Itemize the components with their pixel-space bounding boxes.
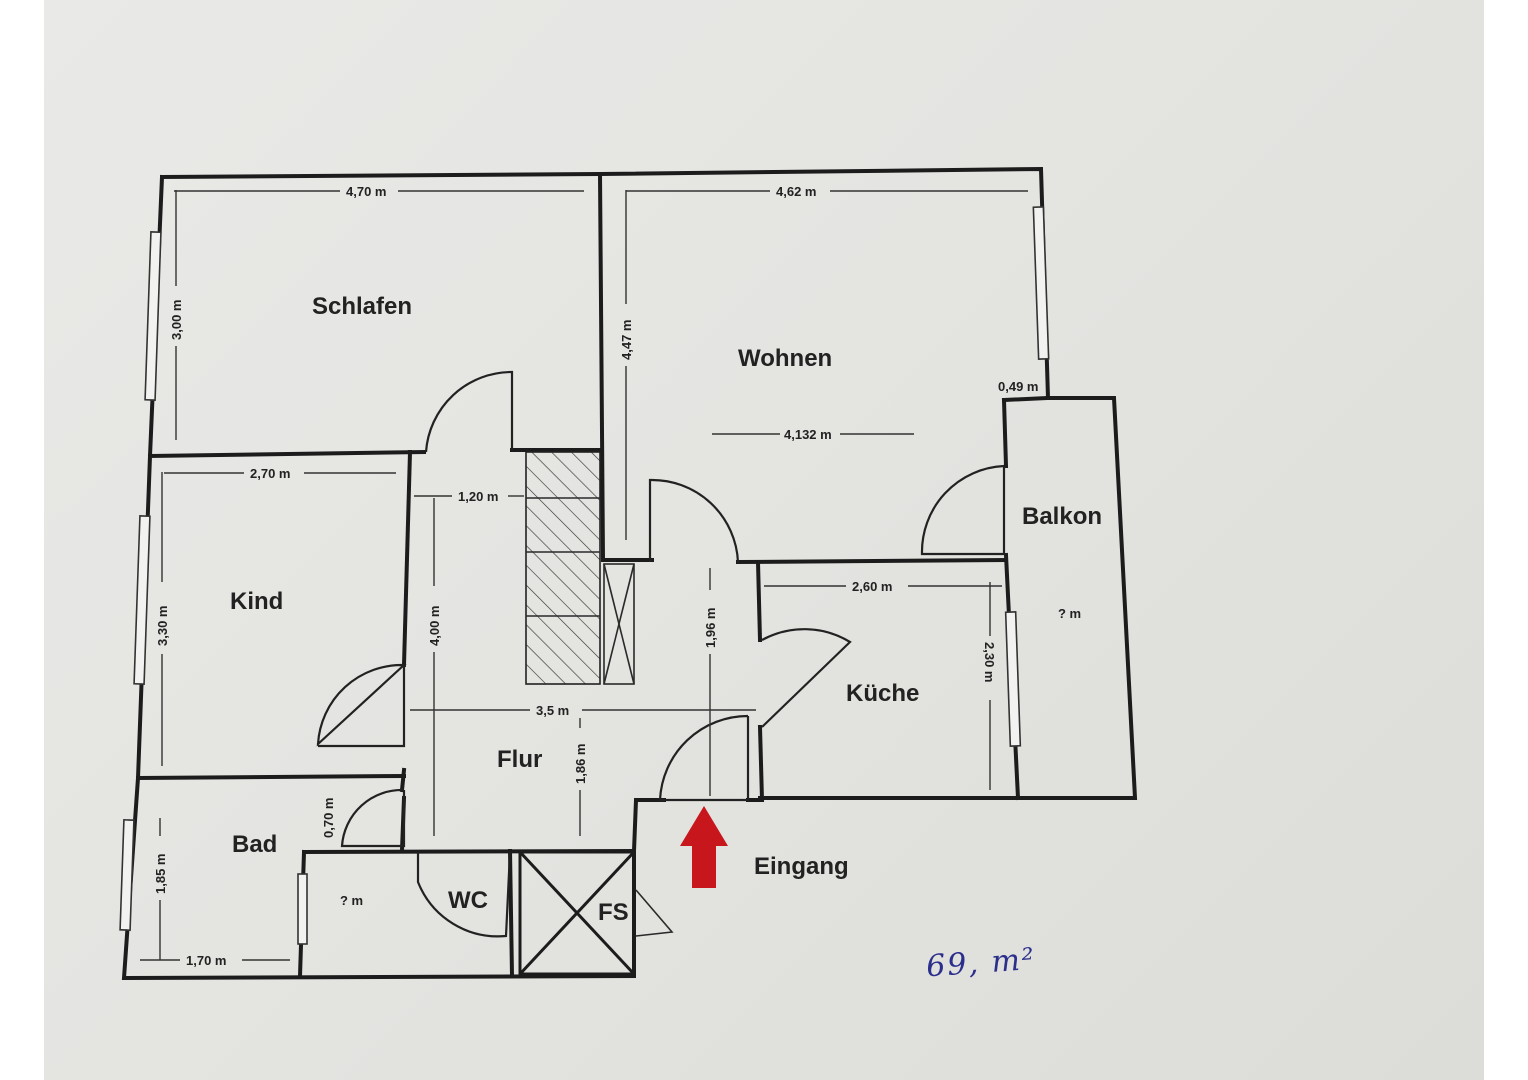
room-label-kueche: Küche (846, 680, 919, 707)
room-label-kind: Kind (230, 588, 283, 615)
dim-kueche-height: 2,30 m (982, 642, 997, 682)
room-label-wohnen: Wohnen (738, 345, 832, 372)
fs-shaft (518, 850, 674, 976)
dim-balkon-area: ? m (1058, 606, 1081, 621)
dim-wohnen-width: 4,62 m (776, 184, 816, 199)
dim-bad-height: 1,85 m (153, 854, 168, 894)
dim-wc-area: ? m (340, 893, 363, 908)
dim-wohnen-height: 4,47 m (619, 320, 634, 360)
handwritten-area-note: 69, m² (925, 942, 1037, 985)
windows (119, 206, 1050, 945)
room-label-fs: FS (598, 899, 629, 926)
dim-flur-height: 4,00 m (427, 606, 442, 646)
room-label-schlafen: Schlafen (312, 293, 412, 320)
dim-schlafen-width: 4,70 m (346, 184, 386, 199)
dim-entry-height: 1,96 m (703, 608, 718, 648)
dim-flur-lower: 1,86 m (573, 744, 588, 784)
dimension-lines (140, 190, 1028, 961)
doors (316, 370, 1006, 938)
room-label-eingang: Eingang (754, 853, 849, 880)
room-label-balkon: Balkon (1022, 503, 1102, 530)
dim-kind-height: 3,30 m (155, 606, 170, 646)
arrow-up-icon (680, 806, 728, 888)
staircase (525, 451, 635, 685)
dim-kind-width: 2,70 m (250, 466, 290, 481)
dim-flur-width: 3,5 m (536, 703, 569, 718)
dim-bad-door: 0,70 m (321, 798, 336, 838)
room-label-bad: Bad (232, 831, 277, 858)
dim-bad-width: 1,70 m (186, 953, 226, 968)
dim-schlafen-height: 3,00 m (169, 300, 184, 340)
dim-wohnen-inner: 4,132 m (784, 427, 832, 442)
dim-wohnen-notch: 0,49 m (998, 379, 1038, 394)
room-label-flur: Flur (497, 746, 542, 773)
room-label-wc: WC (448, 887, 488, 914)
dim-kueche-width: 2,60 m (852, 579, 892, 594)
dim-flur-upper-width: 1,20 m (458, 489, 498, 504)
paper-sheet (44, 0, 1484, 1080)
